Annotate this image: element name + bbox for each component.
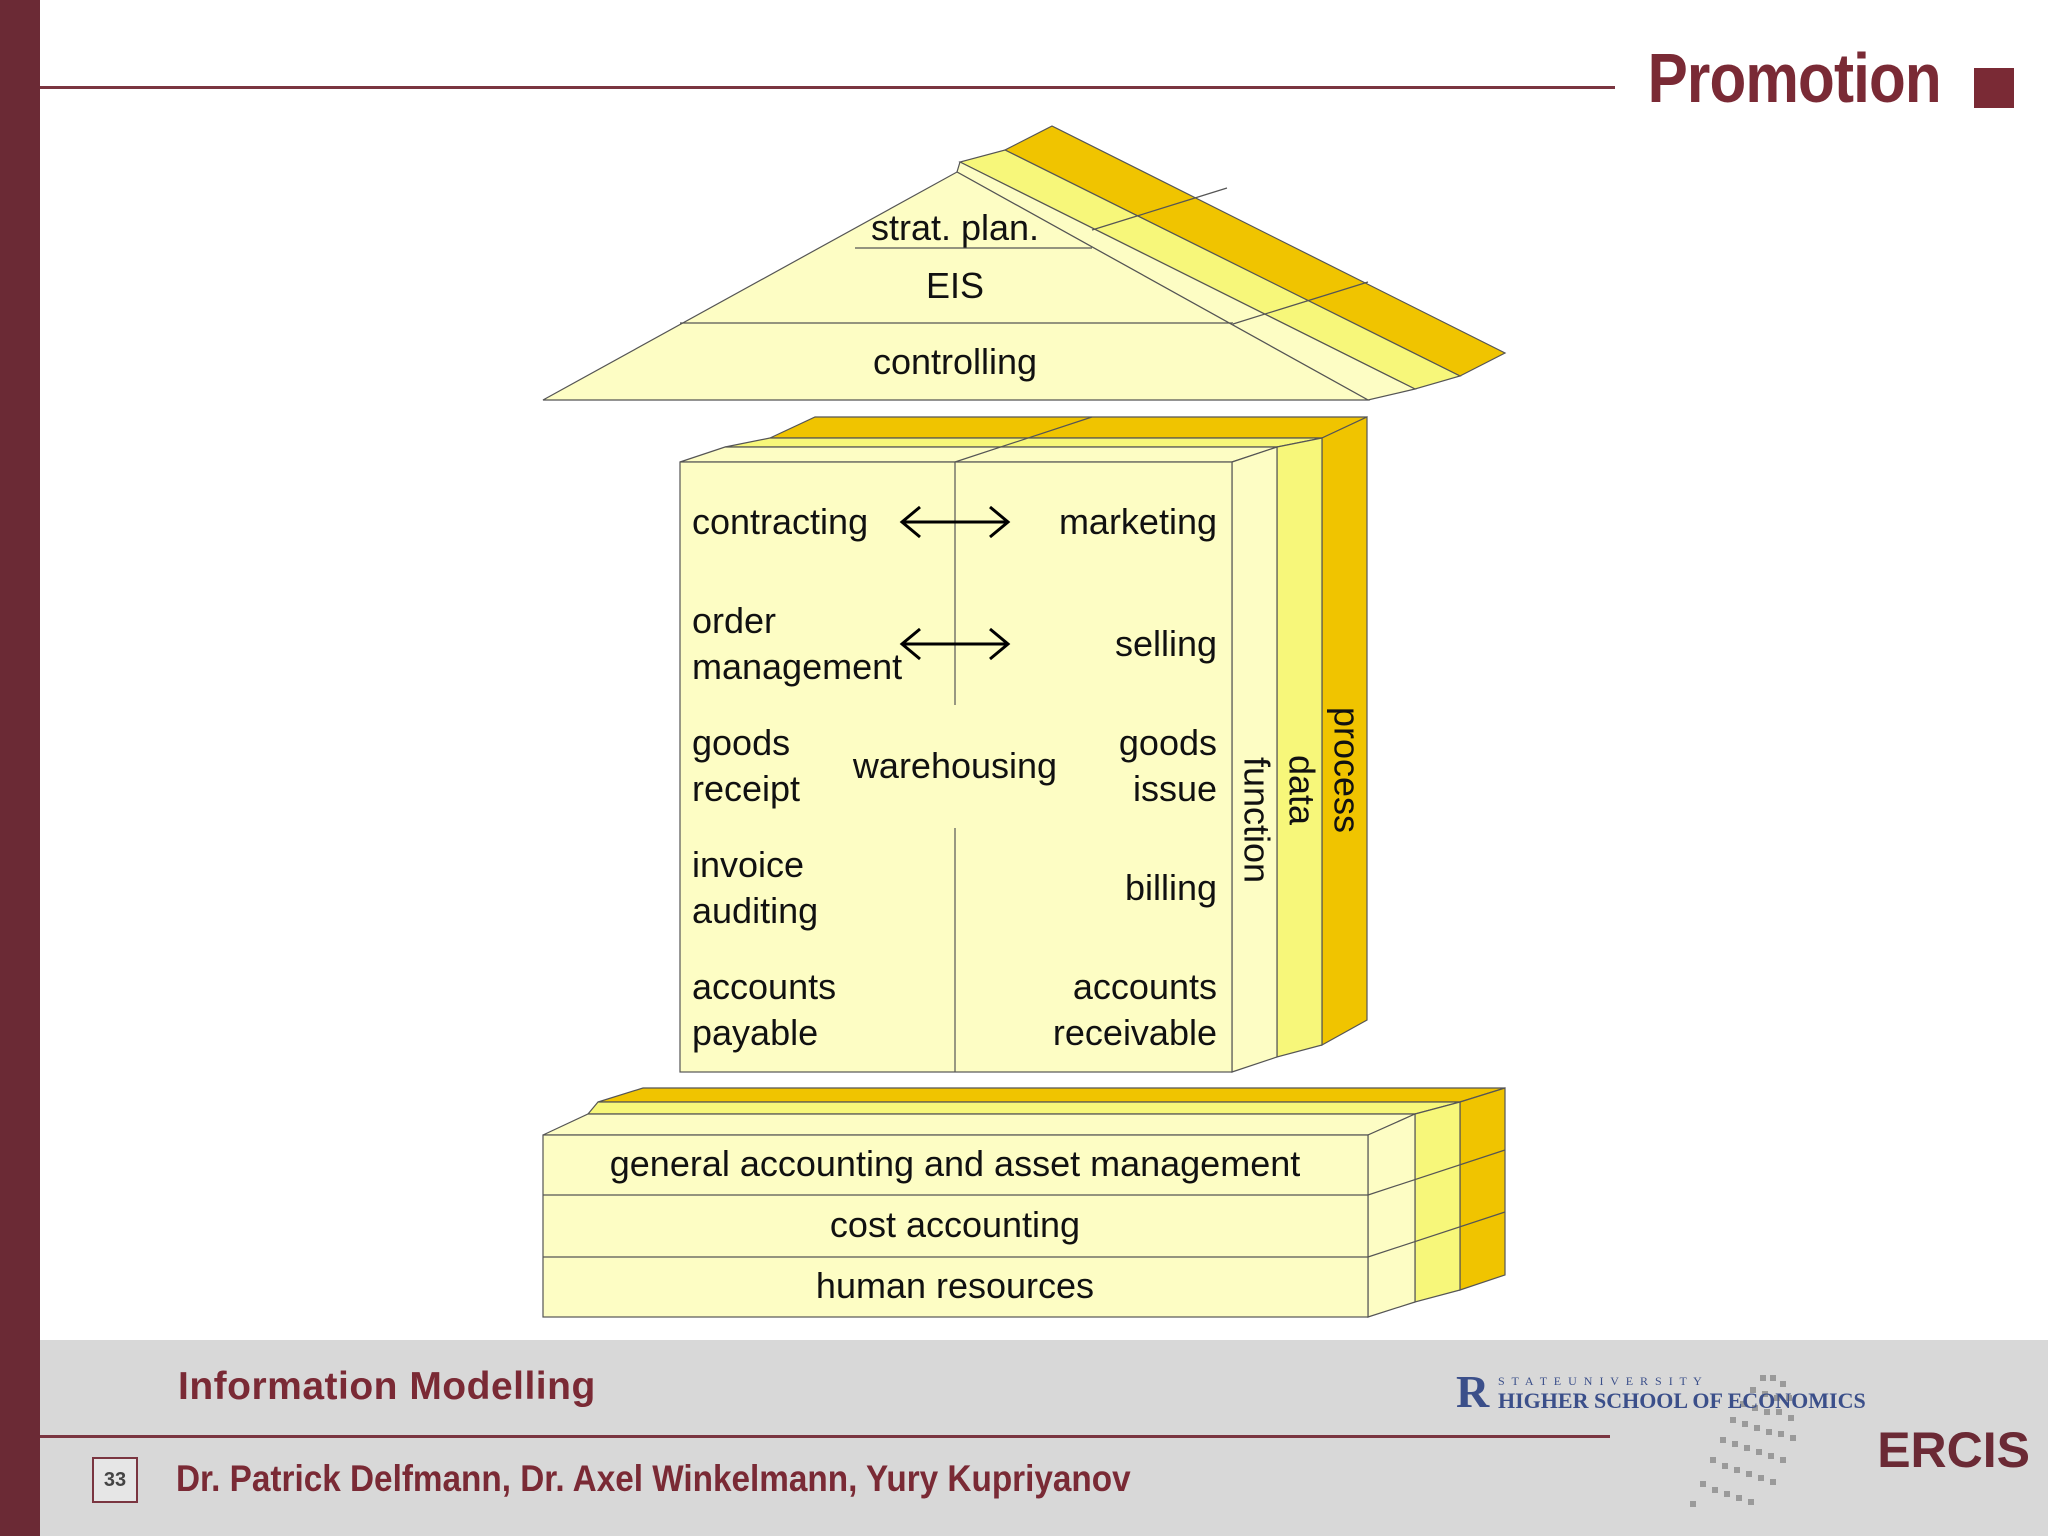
architecture-diagram: strat. plan. EIS controlling contracting… [542, 125, 1507, 1318]
hse-logo-line2: HIGHER SCHOOL OF ECONOMICS [1498, 1388, 1866, 1413]
title-square-icon [1974, 68, 2014, 108]
roof [542, 125, 1507, 401]
authors: Dr. Patrick Delfmann, Dr. Axel Winkelman… [176, 1458, 1131, 1499]
base-label-human-resources: human resources [816, 1265, 1094, 1306]
base-side-data [1414, 1101, 1461, 1303]
label-accounts-payable-2: payable [692, 1012, 818, 1053]
page-number: 33 [92, 1457, 138, 1503]
view-label-process: process [1326, 707, 1367, 833]
label-invoice-auditing-1: invoice [692, 844, 804, 885]
view-label-data: data [1281, 755, 1322, 826]
ercis-map-icon [1690, 1375, 1796, 1507]
label-contracting: contracting [692, 501, 868, 542]
label-billing: billing [1125, 867, 1217, 908]
roof-label-controlling: controlling [873, 341, 1037, 382]
base-front [542, 1134, 1369, 1318]
label-goods-receipt-2: receipt [692, 768, 800, 809]
base-label-cost-accounting: cost accounting [830, 1204, 1080, 1245]
label-marketing: marketing [1059, 501, 1217, 542]
hse-logo-line1: S T A T E U N I V E R S I T Y [1498, 1374, 1704, 1388]
base-top-function [542, 1113, 1416, 1136]
label-order-management-2: management [692, 646, 902, 687]
label-goods-receipt-1: goods [692, 722, 790, 763]
label-goods-issue-2: issue [1133, 768, 1217, 809]
label-order-management-1: order [692, 600, 776, 641]
slide-title: Promotion [1647, 39, 1942, 117]
double-arrow-icon [899, 627, 1011, 661]
hse-logo-icon: R [1456, 1366, 1490, 1417]
roof-label-eis: EIS [926, 265, 984, 306]
logos: R S T A T E U N I V E R S I T Y HIGHER S… [1456, 1366, 2030, 1507]
roof-label-strat-plan: strat. plan. [871, 207, 1039, 248]
roof-front [542, 171, 1371, 401]
label-accounts-receivable-1: accounts [1073, 966, 1217, 1007]
base-side-process [1459, 1087, 1506, 1291]
main-block [679, 416, 1368, 1073]
view-label-function: function [1236, 757, 1277, 883]
footer [40, 1340, 2048, 1536]
base-top-process [597, 1087, 1506, 1103]
main-front [679, 461, 1233, 1073]
title-rule [40, 86, 1615, 89]
ercis-logo: ERCIS [1877, 1422, 2030, 1478]
double-arrow-icon [899, 505, 1011, 539]
label-accounts-receivable-2: receivable [1053, 1012, 1217, 1053]
main-top-process [769, 416, 1368, 439]
label-goods-issue-1: goods [1119, 722, 1217, 763]
svg-text:R: R [1456, 1366, 1490, 1417]
label-accounts-payable-1: accounts [692, 966, 836, 1007]
base-side-function [1367, 1113, 1416, 1318]
course-title: Information Modelling [178, 1365, 596, 1408]
footer-rule [40, 1435, 1610, 1438]
main-side-data [1276, 437, 1323, 1058]
label-warehousing: warehousing [852, 745, 1057, 786]
base-label-general-accounting: general accounting and asset management [610, 1143, 1300, 1184]
label-selling: selling [1115, 623, 1217, 664]
left-accent-bar [0, 0, 40, 1536]
base-top-data [586, 1101, 1461, 1115]
base-block [542, 1087, 1506, 1318]
label-invoice-auditing-2: auditing [692, 890, 818, 931]
